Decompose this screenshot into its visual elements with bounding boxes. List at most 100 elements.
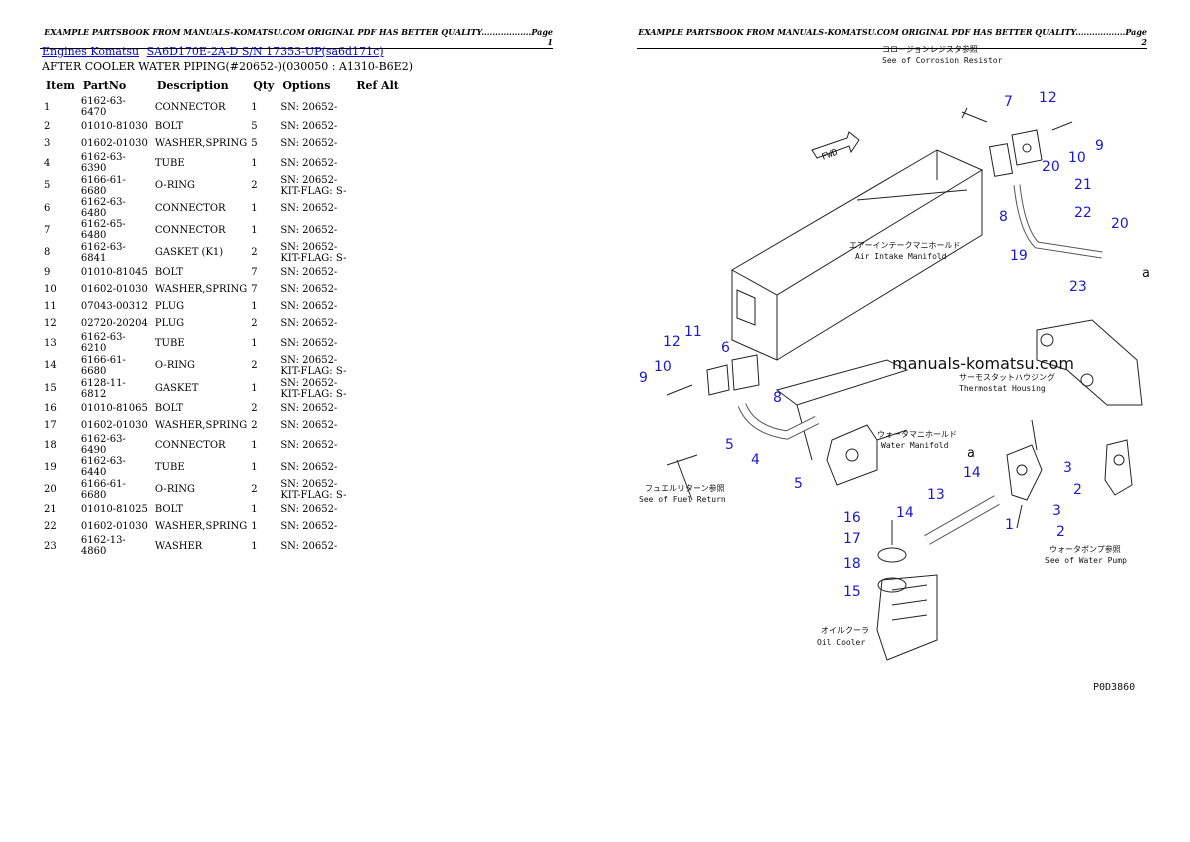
cell-partno: 6162-63-6440 [80,456,126,478]
cell-options: SN: 20652- [278,400,352,417]
col-item: Item [46,78,75,92]
label-oil-cooler: Oil Cooler [817,638,865,647]
cell-item: 21 [44,504,57,515]
cell-refalt [352,332,403,354]
cell-refalt [352,478,403,501]
bolt-9-top [1051,121,1073,131]
cell-qty: 1 [251,157,258,169]
page-header-1: EXAMPLE PARTSBOOK FROM MANUALS-KOMATSU.C… [40,27,553,49]
callout-1: 1 [1005,517,1014,533]
cell-partno: 01010-81045 [80,267,148,278]
page-header-2: EXAMPLE PARTSBOOK FROM MANUALS-KOMATSU.C… [637,27,1147,49]
cell-description: PLUG [154,301,185,312]
cell-item: 4 [44,157,51,169]
cell-options: SN: 20652- [278,298,352,315]
tube-19 [1013,184,1103,259]
label-water-pump: See of Water Pump [1045,556,1127,565]
cell-description: TUBE [154,157,185,169]
cell-qty: 2 [251,420,258,431]
cell-options: SN: 20652- [278,501,352,518]
air-intake-manifold [730,149,984,361]
cell-qty: 1 [251,439,258,451]
cell-qty: 5 [251,138,258,149]
cell-item: 14 [44,360,57,371]
cell-options: SN: 20652- [278,434,352,456]
option-kit-flag: KIT-FLAG: S- [280,365,347,377]
callout-10: 10 [1068,150,1086,166]
callout-2: 2 [1056,524,1065,540]
cell-refalt [352,281,403,298]
leader-water-manifold [1031,419,1038,451]
cell-qty: 2 [251,484,258,495]
callout-15: 15 [843,584,861,600]
cell-item: 18 [44,439,57,451]
option-sn: SN: 20652- [280,521,338,532]
cell-options: SN: 20652-KIT-FLAG: S- [278,174,352,197]
cell-description: PLUG [154,318,185,329]
option-kit-flag: KIT-FLAG: S- [280,185,347,197]
cell-partno: 6162-63-6841 [80,241,126,264]
cell-refalt [352,298,403,315]
cell-refalt [352,174,403,197]
cell-qty: 1 [251,202,258,214]
cell-partno: 01602-01030 [80,420,148,431]
tube-13 [924,495,1000,545]
cell-description: O-RING [154,484,196,495]
label-oil-cooler-jp: オイルクーラ [821,626,869,635]
callout-10: 10 [654,359,672,375]
option-sn: SN: 20652- [280,318,338,329]
cell-item: 17 [44,420,57,431]
cell-partno: 01010-81030 [80,121,148,132]
cell-item: 6 [44,202,51,214]
cell-qty: 2 [251,318,258,329]
cell-qty: 2 [251,180,258,191]
callout-5: 5 [794,476,803,492]
option-sn: SN: 20652- [280,420,338,431]
option-sn: SN: 20652- [280,354,338,366]
cell-refalt [352,118,403,135]
figure-code: P0D3860 [1093,682,1135,693]
parts-table: Item PartNo Description Qty Options Ref … [42,76,403,558]
cell-qty: 1 [251,504,258,515]
cell-options: SN: 20652- [278,96,352,118]
option-sn: SN: 20652- [280,377,338,389]
callout-4: 4 [751,452,760,468]
option-sn: SN: 20652- [280,461,338,473]
option-sn: SN: 20652- [280,138,338,149]
callout-9: 9 [1095,138,1104,154]
cell-options: SN: 20652-KIT-FLAG: S- [278,478,352,501]
cell-options: SN: 20652- [278,518,352,535]
option-sn: SN: 20652- [280,202,338,214]
cell-options: SN: 20652- [278,135,352,152]
label-fuel-return-jp: フュエルリターン参照 [645,483,725,493]
cell-options: SN: 20652- [278,219,352,241]
cell-description: GASKET [154,383,199,394]
cell-partno: 6166-61-6680 [80,478,126,501]
cell-refalt [352,400,403,417]
cell-description: CONNECTOR [154,439,226,451]
cell-qty: 1 [251,337,258,349]
callout-22: 22 [1074,205,1092,221]
cell-item: 19 [44,461,57,473]
cell-partno: 07043-00312 [80,301,148,312]
breadcrumb-link-engines[interactable]: Engines Komatsu [42,45,140,58]
cell-partno: 01010-81065 [80,403,148,414]
fwd-arrow-icon [811,131,860,159]
cell-options: SN: 20652- [278,332,352,354]
cell-qty: 1 [251,461,258,473]
option-kit-flag: KIT-FLAG: S- [280,252,347,264]
col-description: Description [156,78,229,92]
breadcrumb-link-model[interactable]: SA6D170E-2A-D S/N 17353-UP(sa6d171c) [146,45,384,58]
callout-17: 17 [843,531,861,547]
label-a-mid: a [967,446,975,461]
callout-3: 3 [1052,503,1061,519]
label-water-manifold: Water Manifold [881,441,949,450]
thermostat-housing [1036,319,1143,406]
